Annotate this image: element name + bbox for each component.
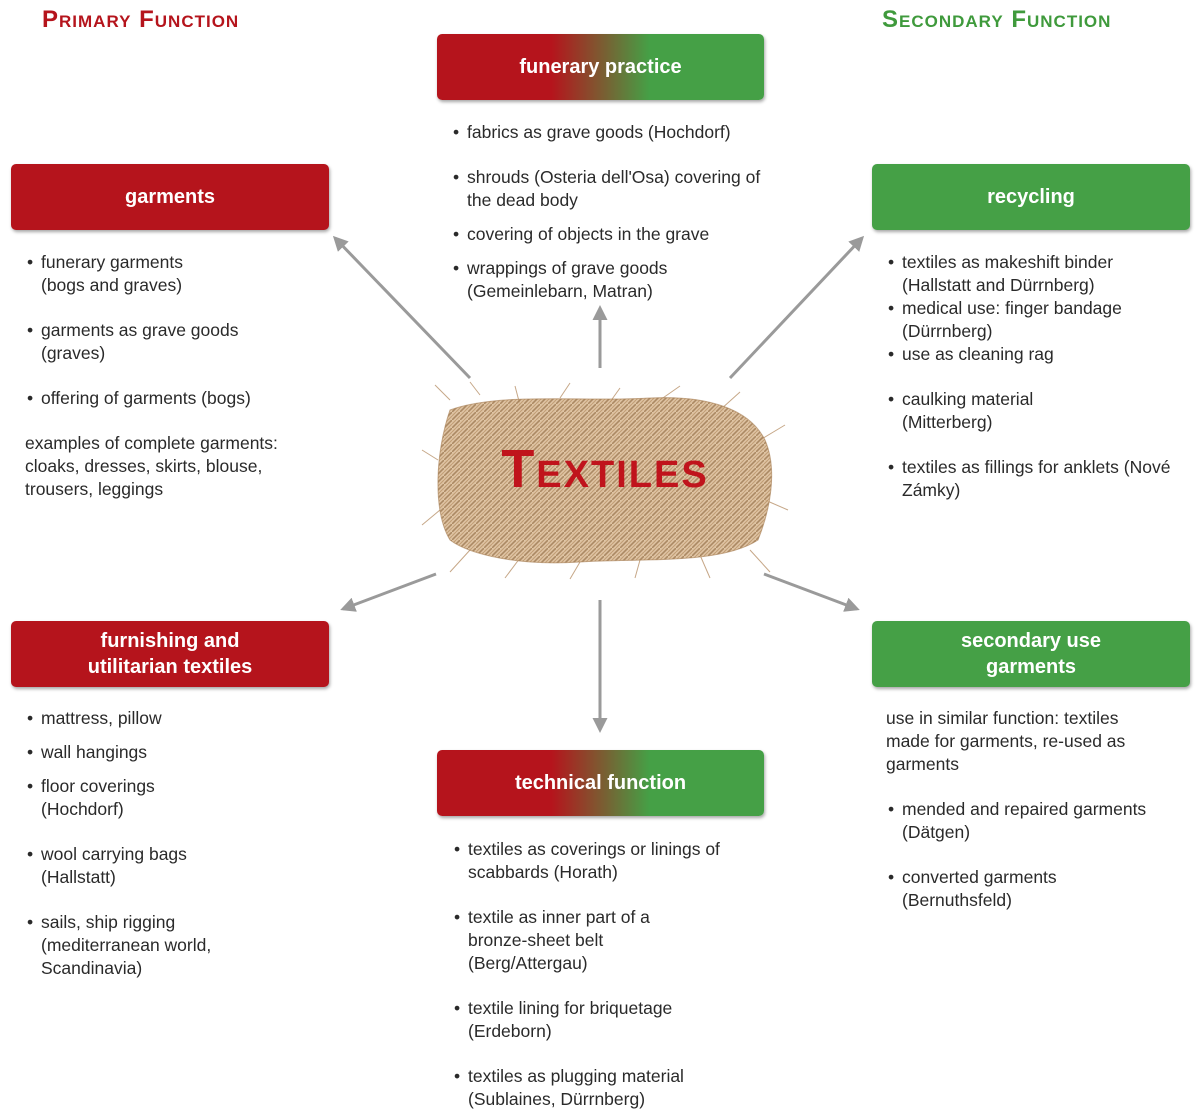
furnishing-utilitarian-box: furnishing and utilitarian textiles [11,621,329,687]
garments-box: garments [11,164,329,230]
garments-examples-note: examples of complete garments: cloaks, d… [25,433,278,499]
recycling-list: textiles as makeshift binder (Hallstatt … [886,251,1170,502]
technical-function-list: textiles as coverings or linings of scab… [452,838,752,1111]
list-item: wool carrying bags (Hallstatt) [25,843,241,889]
funerary-practice-box: funerary practice [437,34,764,100]
textiles-title: Textiles [501,439,709,499]
secondary-use-garments-box: secondary use garments [872,621,1190,687]
list-item: funerary garments (bogs and graves) [25,251,215,297]
list-item: floor coverings (Hochdorf) [25,775,201,821]
list-item: use as cleaning rag [886,343,1151,366]
textile-fabric-illustration [421,381,789,580]
list-item: caulking material (Mitterberg) [886,388,1077,434]
secondary-use-list: use in similar function: textiles made f… [886,707,1186,912]
list-item: textiles as coverings or linings of scab… [452,838,758,884]
list-item: mended and repaired garments (Dätgen) [886,798,1186,844]
arrow-to-garments [332,235,472,380]
list-item: fabrics as grave goods (Hochdorf) [451,121,771,144]
technical-function-label: technical function [514,772,687,794]
list-item: sails, ship rigging (mediterranean world… [25,911,255,980]
list-item: covering of objects in the grave [451,223,771,246]
list-item: wrappings of grave goods (Gemeinlebarn, … [451,257,727,303]
secondary-use-note: use in similar function: textiles made f… [886,708,1126,774]
list-item: textile lining for briquetage (Erdeborn) [452,997,733,1043]
secondary-use-garments-label: secondary use garments [960,630,1102,678]
furnishing-list: mattress, pillow wall hangings floor cov… [25,707,255,980]
recycling-label: recycling [987,186,1075,208]
list-item: mattress, pillow [25,707,255,730]
recycling-box: recycling [872,164,1190,230]
arrow-to-secondary-use [763,572,860,612]
list-item: converted garments (Bernuthsfeld) [886,866,1112,912]
list-item: textile as inner part of a bronze-sheet … [452,906,708,975]
secondary-function-heading: Secondary Function [882,6,1112,33]
list-item: garments as grave goods (graves) [25,319,301,365]
list-item: medical use: finger bandage (Dürrnberg) [886,297,1192,343]
list-item: textiles as plugging material (Sublaines… [452,1065,738,1111]
primary-function-heading: Primary Function [42,6,240,33]
garments-label: garments [124,186,216,208]
list-item: offering of garments (bogs) [25,387,321,410]
technical-function-box: technical function [437,750,764,816]
arrow-to-furnishing [340,572,437,612]
list-item: wall hangings [25,741,255,764]
list-item: shrouds (Osteria dell'Osa) covering of t… [451,166,771,212]
funerary-practice-label: funerary practice [519,56,682,78]
garments-list: funerary garments (bogs and graves) garm… [25,251,278,501]
arrow-to-recycling [728,235,865,380]
list-item: textiles as makeshift binder (Hallstatt … [886,251,1151,297]
funerary-practice-list: fabrics as grave goods (Hochdorf) shroud… [451,121,771,303]
furnishing-utilitarian-label: furnishing and utilitarian textiles [87,630,253,678]
list-item: textiles as fillings for anklets (Nové Z… [886,456,1182,502]
